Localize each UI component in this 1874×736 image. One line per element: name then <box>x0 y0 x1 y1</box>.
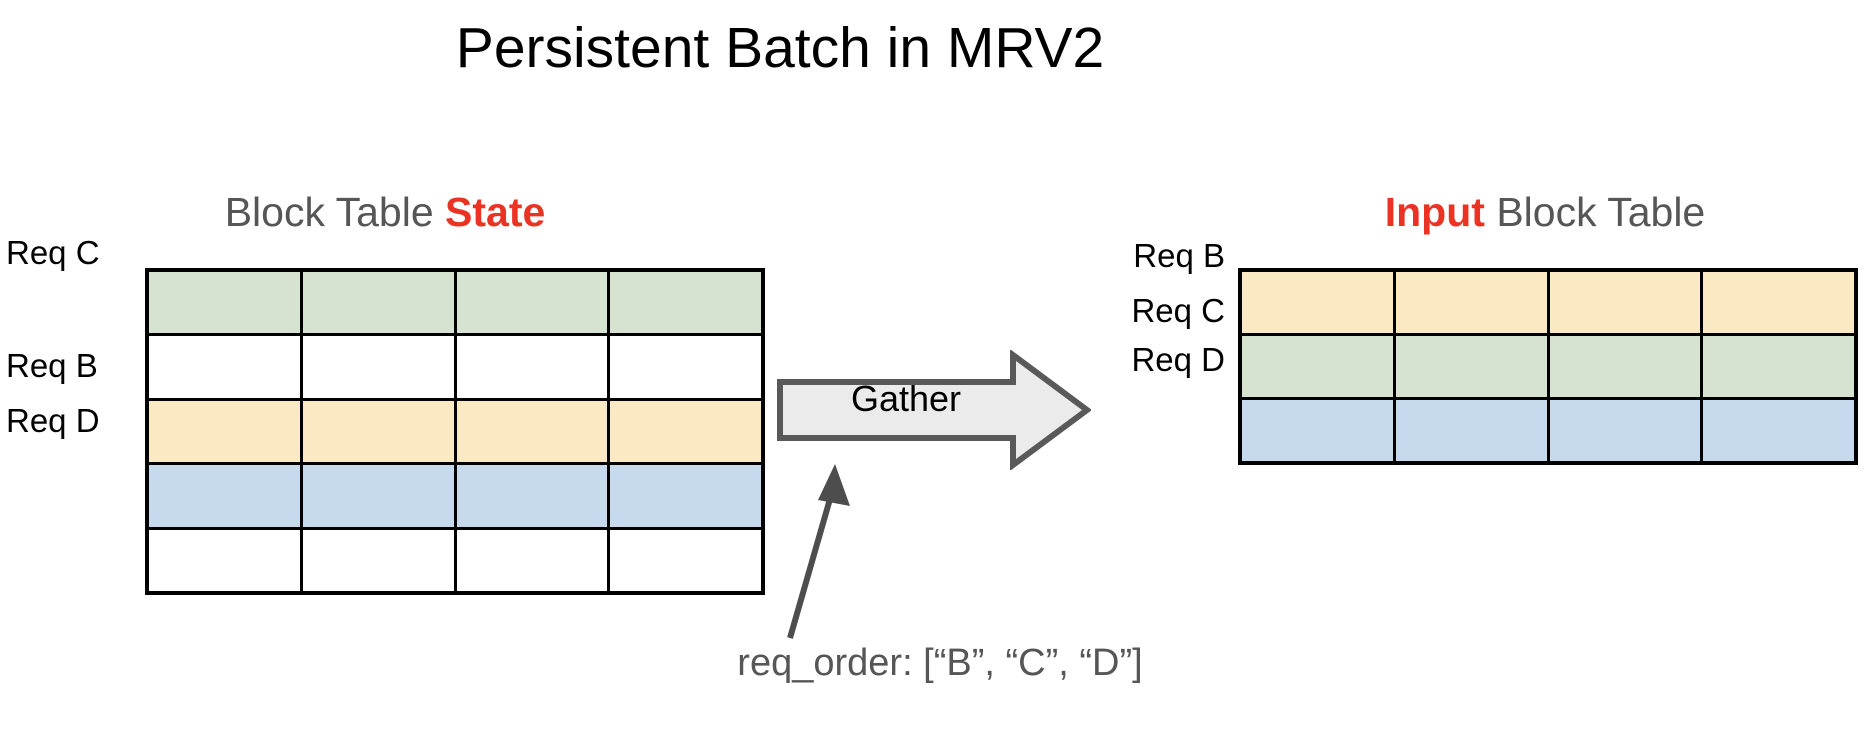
state-table-heading: Block Table State <box>150 188 620 237</box>
input-table-cell <box>1242 272 1393 333</box>
input-row-label-req-d: Req D <box>1131 341 1225 378</box>
input-table-cell <box>1703 400 1854 461</box>
input-heading-accent: Input <box>1384 189 1485 235</box>
state-row-label-req-d: Req D <box>6 402 100 439</box>
state-table-cell <box>610 529 761 591</box>
state-table-cell <box>456 529 608 591</box>
state-table-cell <box>149 336 300 398</box>
state-table-cell <box>149 465 300 527</box>
state-table-cell <box>149 272 300 334</box>
input-heading-plain-suffix: Block Table <box>1484 189 1706 235</box>
input-table-cell <box>1395 336 1547 397</box>
state-table-cell <box>302 400 454 463</box>
input-table-heading: Input Block Table <box>1290 188 1800 237</box>
input-table-cell <box>1242 400 1393 461</box>
input-table-cell <box>1549 336 1701 397</box>
page-title: Persistent Batch in MRV2 <box>455 16 1105 80</box>
state-table-cell <box>456 465 608 527</box>
state-table-cell <box>610 336 761 398</box>
state-table-cell <box>149 400 300 463</box>
input-block-table-grid <box>1238 268 1858 465</box>
req-order-pointer-arrow-icon <box>787 464 850 639</box>
input-table-cell <box>1549 272 1701 333</box>
block-table-state-grid <box>145 268 765 595</box>
state-table-cell <box>302 272 454 334</box>
gather-arrow-icon <box>777 350 1091 470</box>
req-order-caption: req_order: [“B”, “C”, “D”] <box>737 642 1143 684</box>
state-table-cell <box>456 272 608 334</box>
state-table-cell <box>302 529 454 591</box>
input-row-label-req-c: Req C <box>1131 292 1225 329</box>
input-table-cell <box>1395 272 1547 333</box>
state-table-cell <box>610 465 761 527</box>
state-row-label-req-b: Req B <box>6 347 98 384</box>
state-table-cell <box>456 336 608 398</box>
state-table-cell <box>456 400 608 463</box>
state-table-cell <box>610 400 761 463</box>
input-table-cell <box>1549 400 1701 461</box>
input-table-cell <box>1703 272 1854 333</box>
input-row-label-req-b: Req B <box>1133 237 1225 274</box>
state-table-cell <box>302 465 454 527</box>
state-heading-plain-prefix: Block Table <box>224 189 446 235</box>
input-table-cell <box>1242 336 1393 397</box>
state-table-cell <box>302 336 454 398</box>
state-table-cell <box>610 272 761 334</box>
state-heading-accent: State <box>445 189 546 235</box>
input-table-cell <box>1703 336 1854 397</box>
state-table-cell <box>149 529 300 591</box>
gather-arrow-label: Gather <box>850 378 962 419</box>
input-table-cell <box>1395 400 1547 461</box>
state-row-label-req-c: Req C <box>6 234 100 271</box>
